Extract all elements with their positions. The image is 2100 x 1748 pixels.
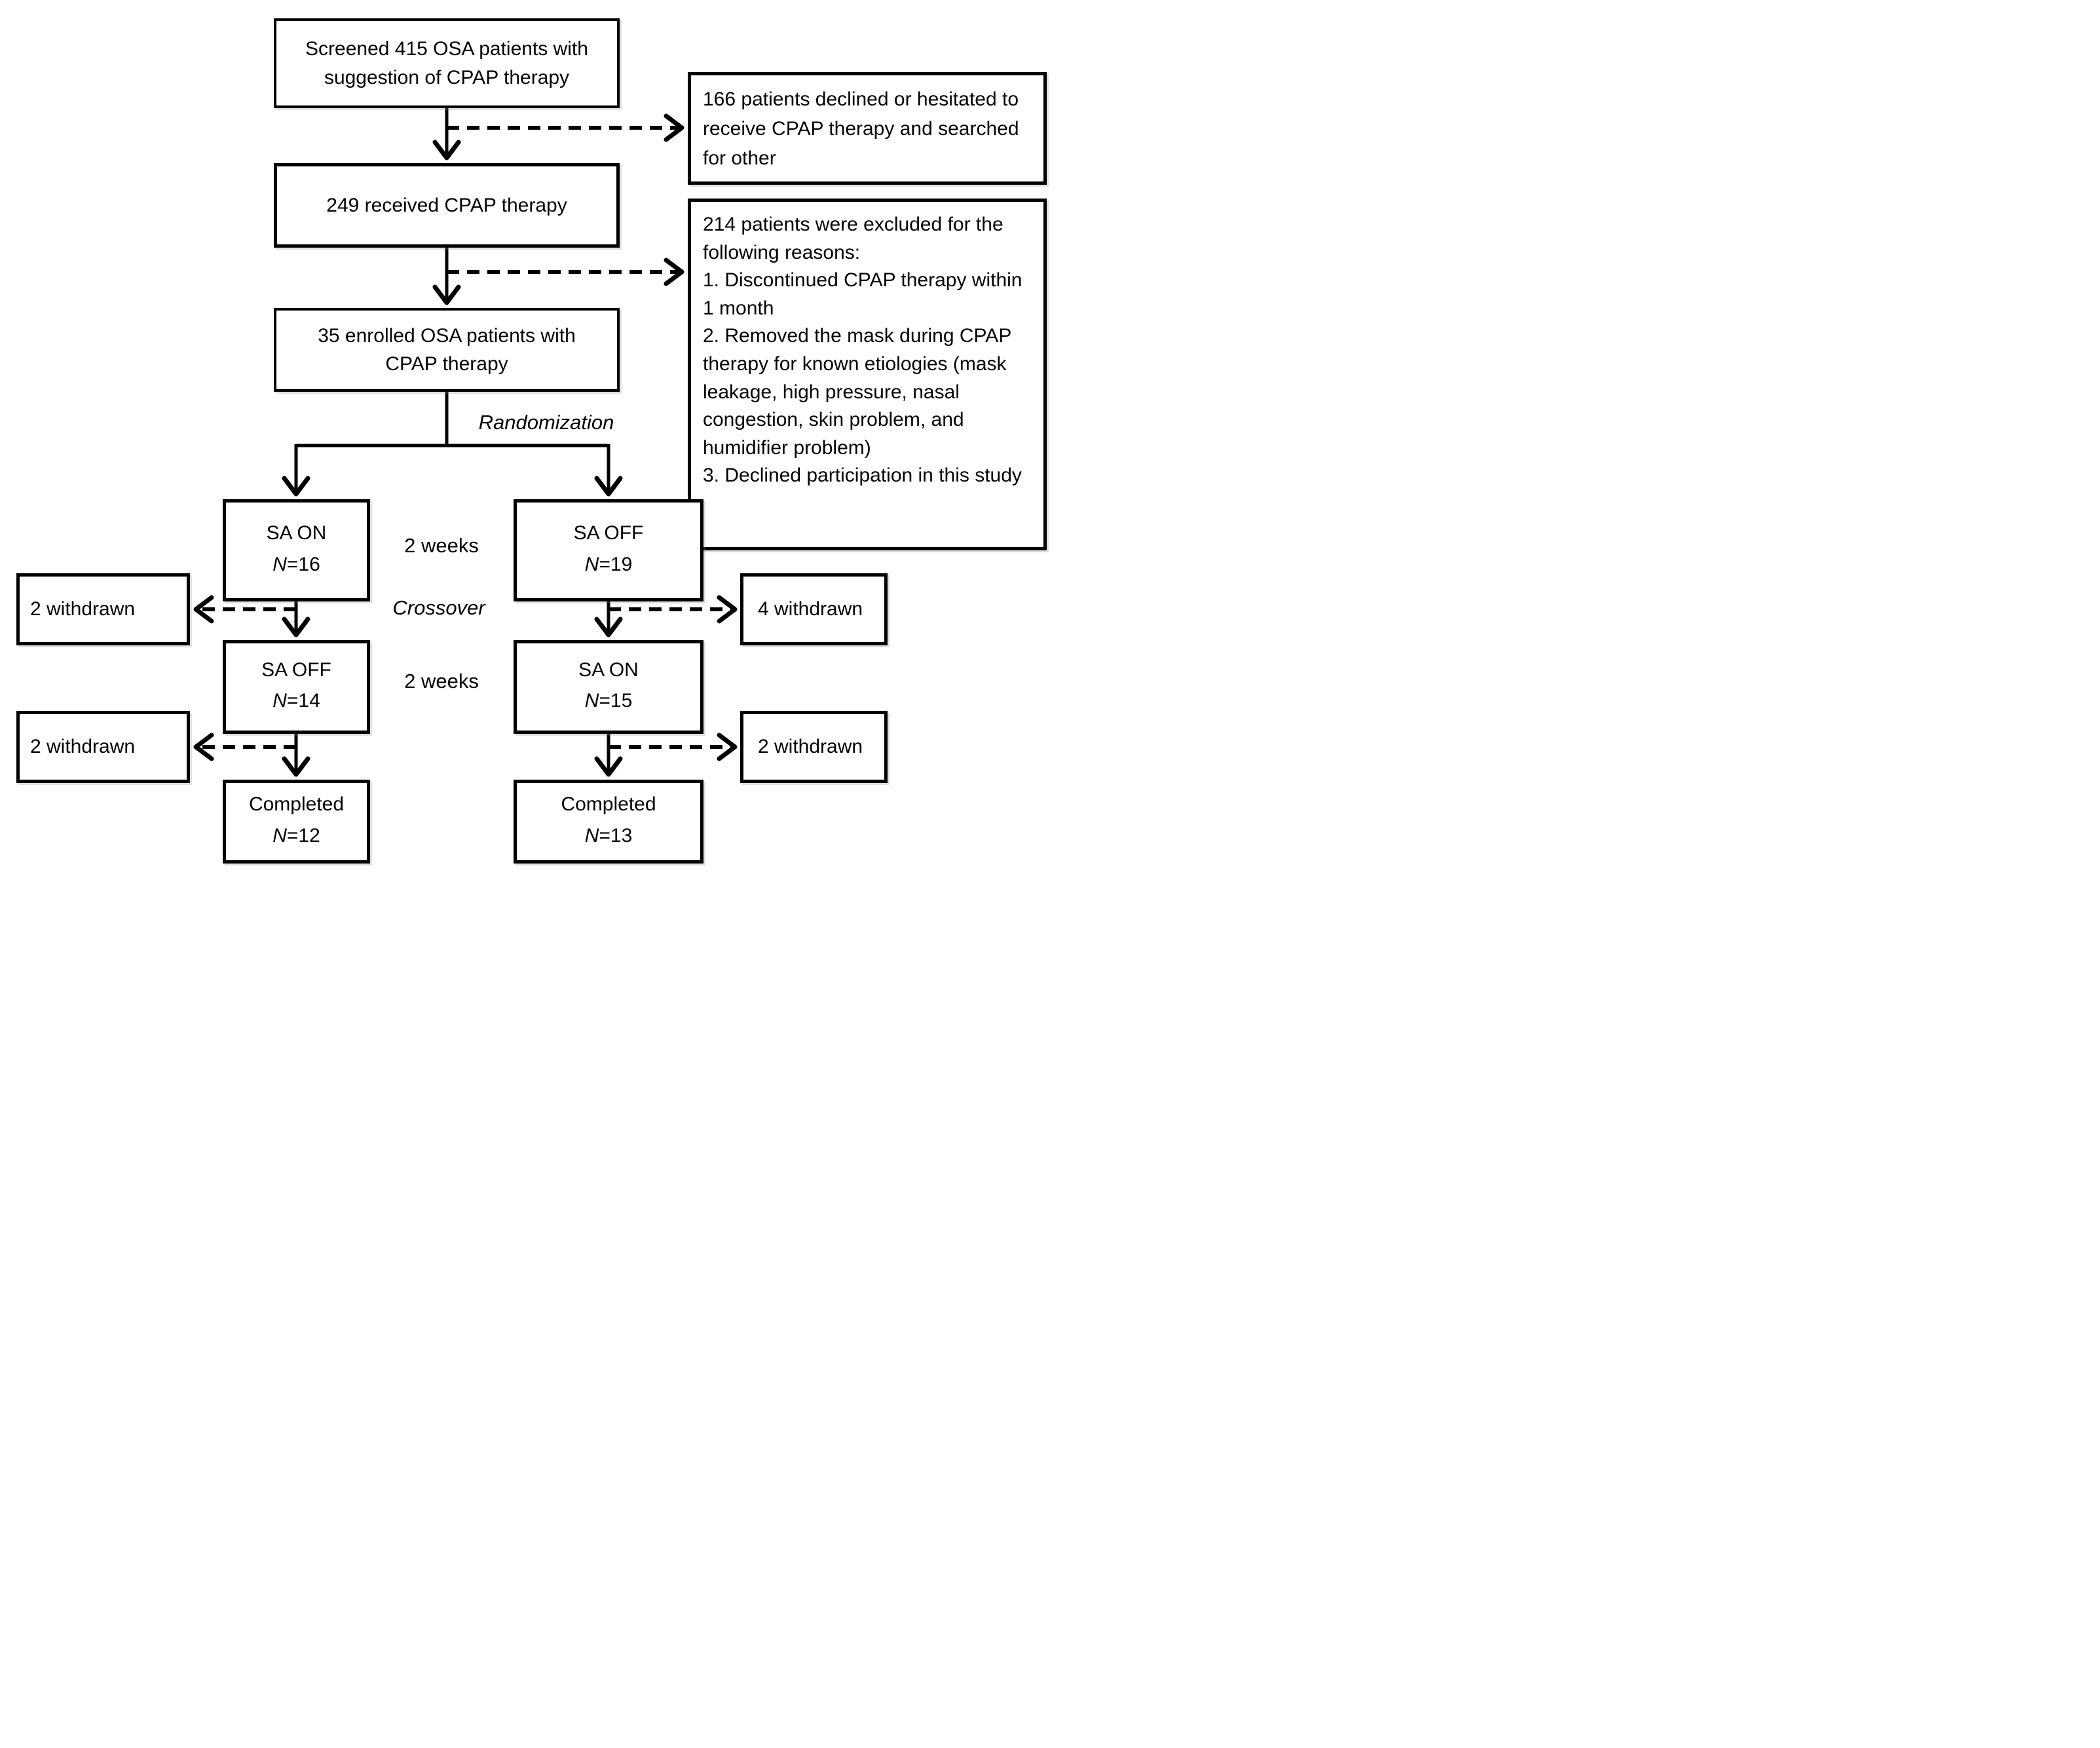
right-stage2-n: N=15 (585, 684, 633, 719)
flow-diagram: Screened 415 OSA patients with suggestio… (0, 0, 1050, 874)
right-completed-n: N=13 (585, 819, 633, 854)
node-right-completed: Completed N=13 (514, 780, 703, 864)
right-stage2-n-val: =15 (599, 690, 633, 712)
node-enrolled-text: 35 enrolled OSA patients with CPAP thera… (318, 324, 576, 375)
excluded-reason-3: 3. Declined participation in this study (703, 465, 1022, 487)
left-stage1-n-var: N (272, 553, 287, 575)
node-screened: Screened 415 OSA patients with suggestio… (274, 18, 620, 108)
left-withdrawn1-text: 2 withdrawn (30, 598, 136, 620)
node-right-withdrawn1: 4 withdrawn (740, 573, 888, 645)
label-period-1: 2 weeks (404, 534, 479, 557)
node-declined: 166 patients declined or hesitated to re… (688, 72, 1047, 185)
node-left-stage1: SA ON N=16 (223, 499, 370, 601)
excluded-intro: 214 patients were excluded for the follo… (703, 214, 1003, 263)
right-stage1-n-val: =19 (599, 553, 633, 575)
right-stage2-label: SA ON (578, 658, 639, 681)
left-stage1-n-val: =16 (286, 553, 320, 575)
right-stage1-n: N=19 (585, 548, 633, 582)
label-period-2: 2 weeks (404, 670, 479, 693)
right-stage1-n-var: N (584, 553, 599, 575)
node-received: 249 received CPAP therapy (274, 163, 620, 248)
excluded-reason-1: 1. Discontinued CPAP therapy within 1 mo… (703, 269, 1022, 319)
left-stage2-n-var: N (272, 690, 287, 712)
node-right-withdrawn2: 2 withdrawn (740, 711, 888, 783)
left-stage2-label: SA OFF (261, 658, 331, 681)
node-excluded: 214 patients were excluded for the follo… (688, 199, 1047, 550)
node-declined-text: 166 patients declined or hesitated to re… (703, 88, 1019, 169)
node-left-stage2: SA OFF N=14 (223, 640, 370, 734)
left-completed-label: Completed (248, 793, 345, 815)
left-withdrawn2-text: 2 withdrawn (30, 736, 136, 758)
right-withdrawn2-text: 2 withdrawn (758, 736, 863, 758)
right-withdrawn1-text: 4 withdrawn (758, 598, 863, 620)
node-right-stage1: SA OFF N=19 (514, 499, 703, 601)
right-completed-label: Completed (561, 793, 656, 815)
left-stage2-n-val: =14 (286, 690, 320, 712)
left-completed-n: N=12 (272, 819, 320, 854)
left-stage1-n: N=16 (272, 548, 320, 582)
node-enrolled: 35 enrolled OSA patients with CPAP thera… (274, 308, 620, 392)
node-right-stage2: SA ON N=15 (514, 640, 703, 734)
node-received-text: 249 received CPAP therapy (326, 194, 567, 216)
label-crossover: Crossover (392, 596, 485, 619)
left-completed-n-val: =12 (286, 824, 320, 846)
excluded-reason-2: 2. Removed the mask during CPAP therapy … (703, 325, 1011, 459)
node-screened-text: Screened 415 OSA patients with suggestio… (305, 38, 588, 88)
node-left-completed: Completed N=12 (223, 780, 370, 864)
node-left-withdrawn1: 2 withdrawn (16, 573, 190, 645)
node-left-withdrawn2: 2 withdrawn (16, 711, 190, 783)
left-stage1-label: SA ON (266, 522, 327, 544)
right-stage1-label: SA OFF (573, 522, 644, 544)
label-randomization: Randomization (478, 411, 614, 434)
right-completed-n-var: N (584, 824, 599, 846)
left-stage2-n: N=14 (272, 684, 320, 719)
right-stage2-n-var: N (584, 690, 599, 712)
left-completed-n-var: N (272, 824, 287, 846)
node-excluded-text: 214 patients were excluded for the follo… (691, 202, 1043, 499)
right-completed-n-val: =13 (599, 824, 633, 846)
